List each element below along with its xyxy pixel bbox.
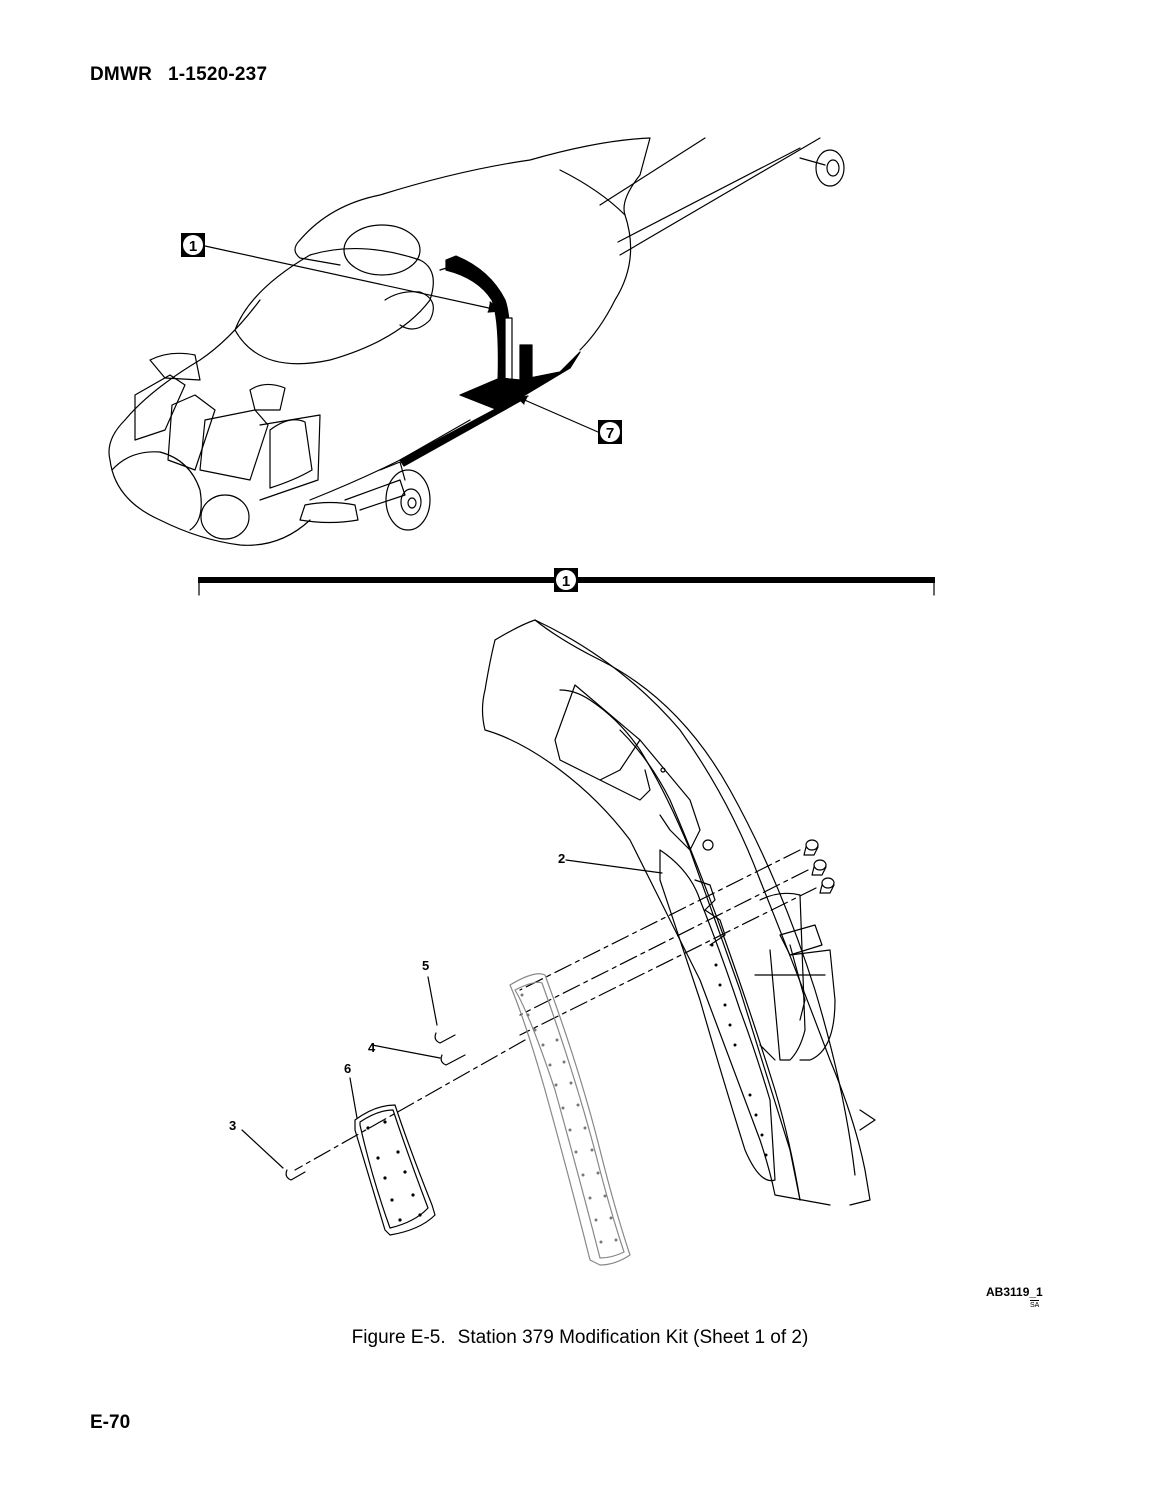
callout-1-top: 1 [181, 233, 205, 257]
drawing-id: AB3119_1 [986, 1285, 1043, 1299]
item-label-6: 6 [344, 1061, 351, 1076]
item-label-4: 4 [368, 1040, 376, 1055]
figure-number: Figure E-5. [351, 1327, 446, 1348]
helicopter-outline [108, 137, 845, 546]
svg-text:1: 1 [189, 238, 197, 255]
page-number: E-70 [90, 1412, 131, 1433]
leader-lines-upper [204, 245, 599, 433]
figure-title: Station 379 Modification Kit (Sheet 1 of… [457, 1327, 809, 1348]
station-379-frame [399, 255, 581, 467]
callout-1-bar: 1 [554, 568, 578, 592]
callout-7: 7 [598, 420, 622, 444]
svg-text:1: 1 [562, 573, 570, 590]
item-label-3: 3 [229, 1118, 236, 1133]
svg-text:7: 7 [606, 425, 614, 442]
figure-caption: Figure E-5. Station 379 Modification Kit … [0, 1327, 1160, 1349]
item-label-5: 5 [422, 958, 429, 973]
drawing-sub: SA [1030, 1300, 1040, 1309]
doc-number: 1-1520-237 [168, 64, 268, 85]
page-header: DMWR 1-1520-237 [90, 64, 267, 86]
doc-type: DMWR [90, 64, 153, 85]
frame-detail [241, 619, 876, 1266]
item-label-2: 2 [558, 851, 565, 866]
